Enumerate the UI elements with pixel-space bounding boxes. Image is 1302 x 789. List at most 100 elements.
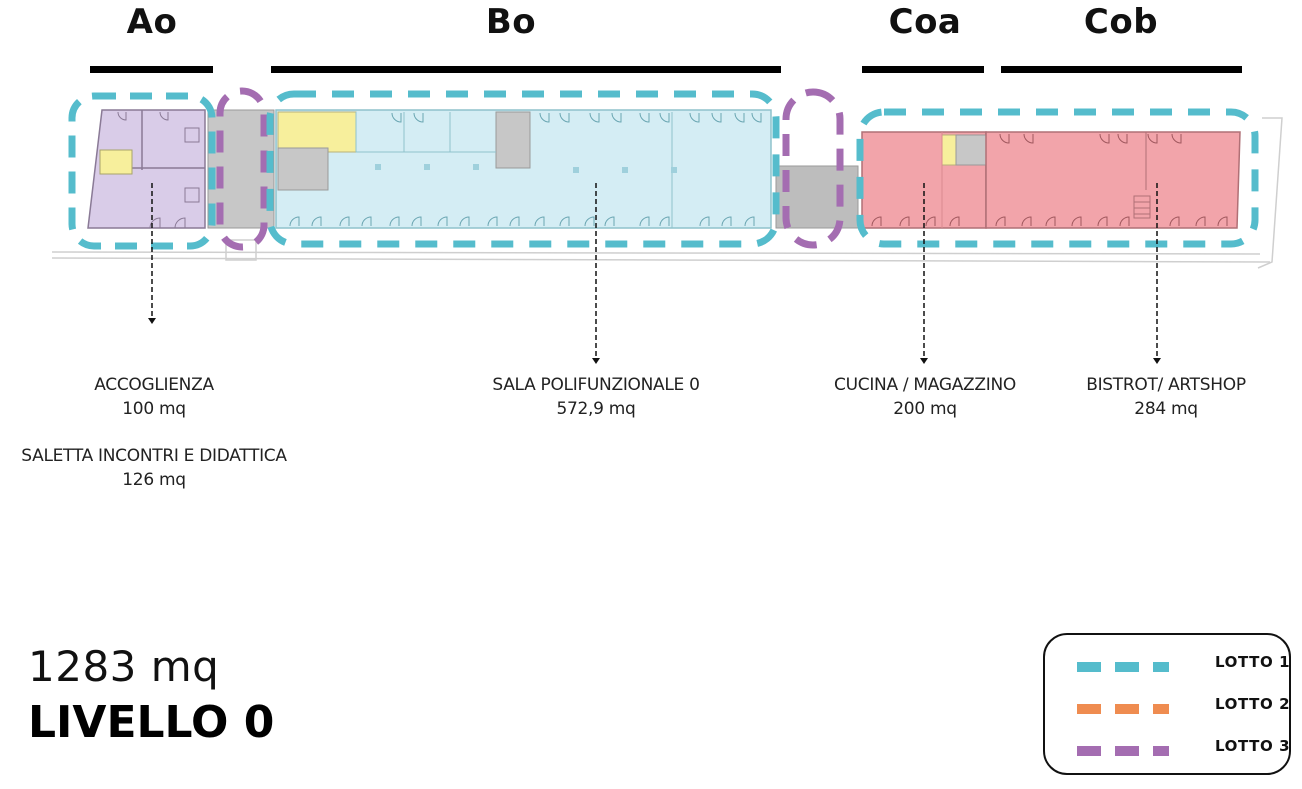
room-name: ACCOGLIENZA: [94, 375, 214, 395]
room-label-accoglienza: ACCOGLIENZA 100 mq: [94, 373, 214, 421]
door-icon: [1171, 133, 1182, 144]
door-icon: [584, 216, 595, 227]
room-area: 100 mq: [122, 399, 186, 419]
zone-bar-cob: [1001, 66, 1242, 73]
door-icon: [1117, 133, 1128, 144]
door-icon: [459, 216, 470, 227]
door-icon: [534, 216, 545, 227]
door-icon: [1169, 216, 1180, 227]
room-coa: [861, 131, 987, 229]
door-icon: [389, 216, 400, 227]
door-icon: [995, 216, 1006, 227]
door-icon: [711, 112, 722, 123]
room-bo: [275, 109, 772, 229]
zone-title-coa: Coa: [888, 2, 962, 42]
room-label-cucina: CUCINA / MAGAZZINO 200 mq: [834, 373, 1016, 421]
door-icon: [559, 216, 570, 227]
legend-swatch-lotto-1: [1077, 662, 1169, 672]
door-icon: [487, 216, 498, 227]
door-icon: [437, 216, 448, 227]
door-icon: [899, 216, 910, 227]
leader-arrow-bo: [592, 358, 600, 364]
door-icon: [734, 112, 745, 123]
leader-arrow-cob: [1153, 358, 1161, 364]
door-icon: [289, 216, 300, 227]
zone-title-ao: Ao: [126, 2, 178, 42]
door-icon: [1119, 216, 1130, 227]
total-area: 1283 mq: [28, 642, 220, 691]
room-area: 126 mq: [122, 470, 186, 490]
lotto-3-boundary-gap: [782, 88, 844, 249]
door-icon: [659, 112, 670, 123]
room-area: 200 mq: [893, 399, 957, 419]
door-icon: [539, 112, 550, 123]
room-area: 284 mq: [1134, 399, 1198, 419]
door-icon: [1195, 216, 1206, 227]
lotto-3-boundary-corridor: [216, 87, 268, 251]
door-icon: [391, 112, 402, 123]
door-icon: [751, 112, 762, 123]
door-icon: [1045, 216, 1056, 227]
room-name: SALETTA INCONTRI E DIDATTICA: [21, 446, 287, 466]
legend-item-lotto-3: LOTTO 3: [1077, 737, 1290, 761]
leader-arrow-ao: [148, 318, 156, 324]
lotto-1-boundary-ao: [68, 92, 216, 250]
door-icon: [871, 216, 882, 227]
zone-bar-bo: [271, 66, 781, 73]
door-icon: [925, 216, 936, 227]
legend-label: LOTTO 2: [1215, 695, 1291, 713]
level-title: LIVELLO 0: [28, 697, 275, 748]
legend-label: LOTTO 1: [1215, 653, 1291, 671]
room-cob: [871, 131, 1241, 229]
door-icon: [411, 216, 422, 227]
legend: LOTTO 1 LOTTO 2 LOTTO 3: [1043, 633, 1291, 775]
site-outline: [51, 117, 1283, 269]
zone-bar-coa: [862, 66, 984, 73]
door-icon: [1099, 133, 1110, 144]
door-icon: [604, 216, 615, 227]
door-icon: [361, 216, 372, 227]
door-icon: [1097, 216, 1108, 227]
legend-item-lotto-2: LOTTO 2: [1077, 695, 1290, 719]
door-icon: [611, 112, 622, 123]
door-icon: [1071, 216, 1082, 227]
lotto-1-boundary-c: [856, 108, 1259, 248]
corridor-bo-coa: [775, 165, 859, 229]
door-icon: [311, 216, 322, 227]
door-icon: [659, 216, 670, 227]
door-icon: [1023, 133, 1034, 144]
door-icon: [339, 216, 350, 227]
door-icon: [1021, 216, 1032, 227]
door-icon: [689, 112, 700, 123]
door-icon: [999, 133, 1010, 144]
door-icon: [589, 112, 600, 123]
room-name: BISTROT/ ARTSHOP: [1086, 375, 1246, 395]
door-icon: [559, 112, 570, 123]
door-icon: [639, 112, 650, 123]
room-name: CUCINA / MAGAZZINO: [834, 375, 1016, 395]
zone-title-cob: Cob: [1083, 2, 1159, 42]
leader-arrow-coa: [920, 358, 928, 364]
legend-item-lotto-1: LOTTO 1: [1077, 653, 1290, 677]
zone-title-bo: Bo: [485, 2, 537, 42]
door-icon: [509, 216, 520, 227]
lotto-1-boundary-bo: [266, 90, 780, 248]
legend-swatch-lotto-3: [1077, 746, 1169, 756]
door-icon: [413, 112, 424, 123]
door-icon: [1217, 216, 1228, 227]
legend-swatch-lotto-2: [1077, 704, 1169, 714]
zone-bar-ao: [90, 66, 213, 73]
room-area: 572,9 mq: [556, 399, 636, 419]
door-icon: [639, 216, 650, 227]
legend-label: LOTTO 3: [1215, 737, 1291, 755]
room-ao: [87, 109, 206, 229]
door-icon: [744, 216, 755, 227]
room-name: SALA POLIFUNZIONALE 0: [492, 375, 700, 395]
room-label-saletta: SALETTA INCONTRI E DIDATTICA 126 mq: [21, 444, 287, 492]
door-icon: [949, 216, 960, 227]
room-label-bistrot: BISTROT/ ARTSHOP 284 mq: [1086, 373, 1246, 421]
room-label-sala-polifunzionale: SALA POLIFUNZIONALE 0 572,9 mq: [492, 373, 700, 421]
door-icon: [721, 216, 732, 227]
door-icon: [699, 216, 710, 227]
